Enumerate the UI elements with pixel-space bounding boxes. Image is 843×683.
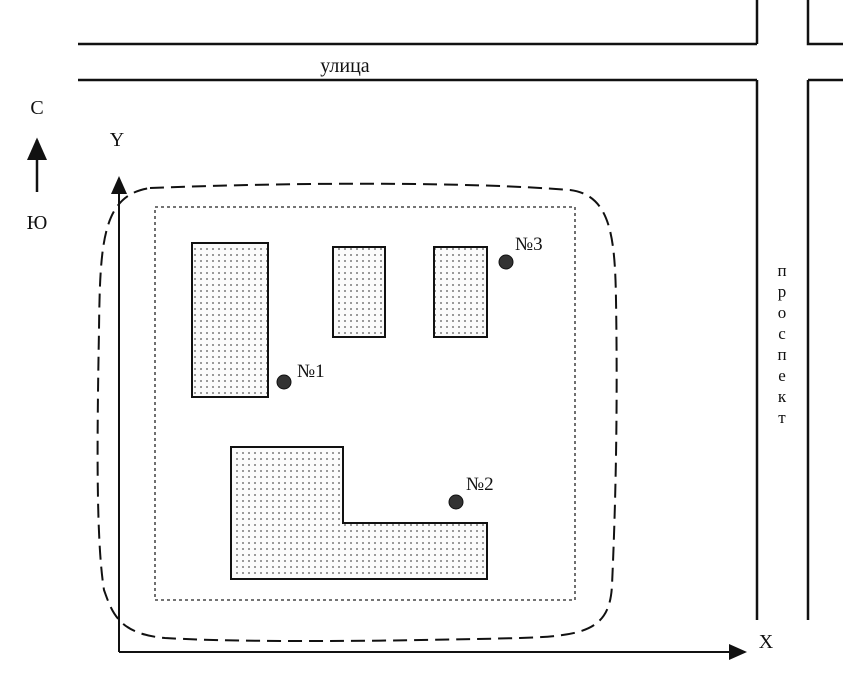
compass: С Ю [27, 97, 48, 234]
streets [78, 0, 843, 620]
point-1-label: №1 [297, 361, 325, 382]
avenue-label-char: п [777, 345, 786, 364]
building-3 [433, 246, 488, 338]
building-l-shaped [230, 446, 488, 580]
street-label: улица [320, 55, 370, 77]
avenue-label-char: е [778, 366, 786, 385]
point-3-label: №3 [515, 234, 543, 255]
point-3-marker [498, 254, 514, 270]
compass-north-label: С [30, 97, 43, 119]
avenue-label: п р о с п е к т [777, 261, 786, 427]
outer-dashed-boundary [96, 182, 618, 643]
point-1-marker [276, 374, 292, 390]
avenue-label-char: к [778, 387, 787, 406]
avenue-label-char: п [777, 261, 786, 280]
axes: Y X [110, 129, 774, 660]
y-axis-label: Y [110, 129, 124, 151]
point-2-label: №2 [466, 474, 494, 495]
buildings [191, 242, 488, 580]
measurement-points: №1 №2 №3 [276, 234, 543, 510]
avenue-label-char: р [778, 282, 787, 301]
avenue-label-char: о [778, 303, 787, 322]
building-1 [191, 242, 269, 398]
point-2-marker [448, 494, 464, 510]
avenue-label-char: с [778, 324, 786, 343]
x-axis-label: X [759, 631, 774, 653]
inner-dotted-boundary [154, 206, 576, 601]
avenue-label-char: т [778, 408, 786, 427]
avenue-edge-right-top [806, 0, 843, 46]
building-2 [332, 246, 386, 338]
compass-south-label: Ю [27, 212, 48, 234]
